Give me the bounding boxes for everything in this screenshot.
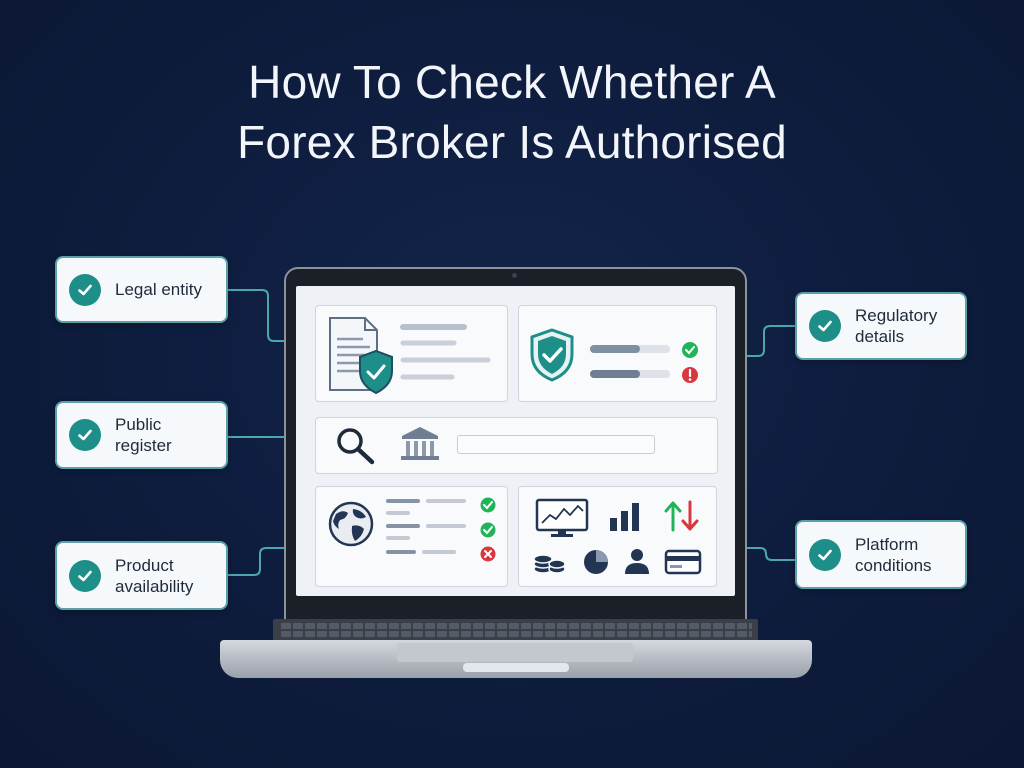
warning-status-icon xyxy=(682,367,698,383)
webcam xyxy=(512,273,517,278)
ok-status-icon xyxy=(480,522,496,538)
callout-product-availability: Product availability xyxy=(55,541,228,610)
check-icon xyxy=(809,538,841,571)
status-bars xyxy=(590,342,698,383)
callout-regulatory-details: Regulatory details xyxy=(795,292,967,360)
shield-check-icon xyxy=(359,349,393,395)
callout-legal-entity: Legal entity xyxy=(55,256,228,323)
laptop-notch xyxy=(463,663,569,672)
status-list xyxy=(386,497,496,562)
shield-check-icon xyxy=(530,328,574,382)
page-title: How To Check Whether A Forex Broker Is A… xyxy=(0,52,1024,172)
callout-label: Product availability xyxy=(115,555,194,596)
keyboard-keys xyxy=(280,622,752,638)
title-line-1: How To Check Whether A xyxy=(248,56,776,108)
fail-status-icon xyxy=(480,546,496,562)
credit-card-icon xyxy=(664,549,702,575)
bar-chart-icon xyxy=(610,503,639,531)
callout-label: Public register xyxy=(115,415,172,455)
trackpad xyxy=(397,643,633,662)
ok-status-icon xyxy=(682,342,698,358)
ok-status-icon xyxy=(480,497,496,513)
check-icon xyxy=(809,310,841,342)
coins-icon xyxy=(533,554,566,574)
bank-building-icon xyxy=(401,427,439,460)
user-icon xyxy=(625,549,649,574)
check-icon xyxy=(69,559,101,592)
register-search-field[interactable] xyxy=(457,435,655,454)
callout-platform-conditions: Platform conditions xyxy=(795,520,967,589)
callout-label: Platform conditions xyxy=(855,534,932,575)
text-lines xyxy=(400,324,491,380)
globe-icon xyxy=(328,501,374,547)
callout-label: Regulatory details xyxy=(855,306,938,346)
pie-chart-icon xyxy=(584,550,608,574)
callout-public-register: Public register xyxy=(55,401,228,469)
callout-label: Legal entity xyxy=(115,280,202,299)
up-down-arrows-icon xyxy=(664,500,699,532)
magnifier-icon xyxy=(337,428,375,465)
monitor-chart-icon xyxy=(535,498,589,537)
check-icon xyxy=(69,273,101,306)
check-icon xyxy=(69,419,101,451)
title-line-2: Forex Broker Is Authorised xyxy=(237,116,787,168)
